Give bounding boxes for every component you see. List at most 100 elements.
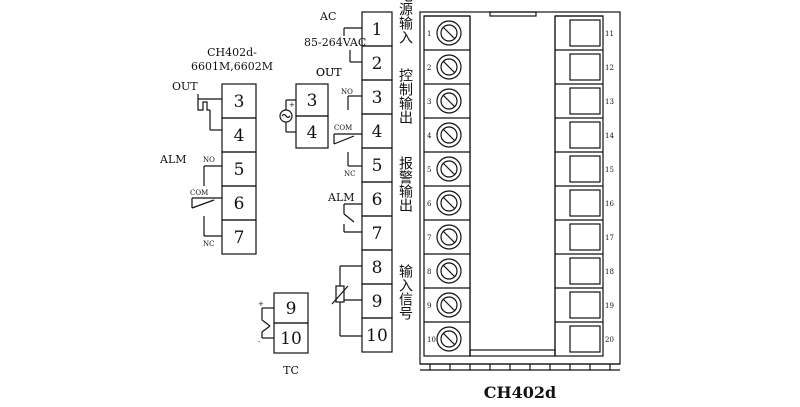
- screw-slot-icon: [442, 196, 456, 210]
- rear-left-number: 4: [427, 132, 432, 140]
- rear-left-number: 5: [427, 166, 431, 174]
- screw-slot-icon: [442, 162, 456, 176]
- rear-right-number: 19: [605, 302, 614, 310]
- left-nc-label: NC: [203, 240, 214, 248]
- tc-plus-sign: +: [258, 300, 264, 308]
- screw-terminal-icon: [436, 224, 462, 250]
- screw-head-icon: [440, 58, 458, 76]
- screw-head-icon: [440, 92, 458, 110]
- screw-slot-icon: [442, 94, 456, 108]
- group-alarm-output: 报警输出: [397, 156, 413, 212]
- ssr-output-block: [279, 83, 329, 149]
- rear-right-cell: [569, 325, 601, 353]
- left-out-label: OUT: [172, 80, 198, 93]
- main-alm-label: ALM: [327, 191, 355, 204]
- tc-terminal-9: 9: [286, 299, 297, 319]
- main-terminal-strip: [331, 11, 393, 353]
- main-com-label: COM: [334, 124, 352, 132]
- ac-label: AC: [319, 10, 336, 23]
- left-no-label: NO: [203, 156, 215, 164]
- screw-terminal-icon: [436, 190, 462, 216]
- rear-left-number: 1: [427, 30, 431, 38]
- left-terminal-7: 7: [234, 228, 245, 248]
- variant-label-line2: 6601M,6602M: [191, 60, 273, 73]
- main-terminal-1: 1: [372, 20, 383, 40]
- screw-terminal-icon: [436, 20, 462, 46]
- rear-right-number: 12: [605, 64, 614, 72]
- screw-terminal-icon: [436, 326, 462, 352]
- main-terminal-10: 10: [366, 326, 388, 346]
- main-terminal-7: 7: [372, 224, 383, 244]
- rear-right-cell: [569, 53, 601, 81]
- rear-left-number: 6: [427, 200, 432, 208]
- left-terminal-3: 3: [234, 92, 245, 112]
- rear-right-number: 17: [605, 234, 614, 242]
- screw-terminal-icon: [436, 258, 462, 284]
- left-com-label: COM: [190, 189, 208, 197]
- screw-head-icon: [440, 262, 458, 280]
- screw-slot-icon: [442, 26, 456, 40]
- screw-head-icon: [440, 160, 458, 178]
- screw-head-icon: [440, 194, 458, 212]
- main-terminal-2: 2: [372, 54, 383, 74]
- rear-left-number: 3: [427, 98, 431, 106]
- rear-right-cell: [569, 257, 601, 285]
- rear-right-cell: [569, 19, 601, 47]
- group-control-output: 控制输出: [397, 68, 413, 124]
- voltage-label: 85-264VAC: [304, 36, 366, 49]
- left-terminal-6: 6: [234, 194, 245, 214]
- rear-right-cell: [569, 189, 601, 217]
- tc-minus-sign: -: [258, 338, 261, 346]
- rear-right-cell: [569, 155, 601, 183]
- screw-slot-icon: [442, 264, 456, 278]
- rear-right-cell: [569, 291, 601, 319]
- main-out-label: OUT: [316, 66, 342, 79]
- left-terminal-5: 5: [234, 160, 245, 180]
- variant-label-line1: CH402d-: [207, 46, 257, 59]
- screw-terminal-icon: [436, 156, 462, 182]
- main-terminal-9: 9: [372, 292, 383, 312]
- screw-slot-icon: [442, 60, 456, 74]
- model-title: CH402d: [484, 383, 556, 402]
- screw-head-icon: [440, 126, 458, 144]
- screw-head-icon: [440, 24, 458, 42]
- rear-terminal-rows: [424, 15, 603, 353]
- left-terminal-4: 4: [234, 126, 245, 146]
- ssr-plus-sign: +: [289, 101, 295, 109]
- rear-right-number: 20: [605, 336, 614, 344]
- rear-right-number: 14: [605, 132, 614, 140]
- rear-right-cell: [569, 223, 601, 251]
- main-terminal-8: 8: [372, 258, 383, 278]
- thermocouple-block: [261, 292, 309, 354]
- group-power-input: 电源输入: [397, 0, 413, 44]
- rear-right-cell: [569, 121, 601, 149]
- tc-terminal-10: 10: [280, 329, 302, 349]
- screw-head-icon: [440, 330, 458, 348]
- rear-left-number: 9: [427, 302, 431, 310]
- main-terminal-6: 6: [372, 190, 383, 210]
- screw-terminal-icon: [436, 54, 462, 80]
- screw-terminal-icon: [436, 88, 462, 114]
- rear-right-number: 13: [605, 98, 614, 106]
- rear-right-number: 18: [605, 268, 614, 276]
- screw-slot-icon: [442, 230, 456, 244]
- main-nc-label: NC: [344, 170, 355, 178]
- rear-left-number: 2: [427, 64, 431, 72]
- screw-slot-icon: [442, 332, 456, 346]
- screw-slot-icon: [442, 128, 456, 142]
- screw-head-icon: [440, 296, 458, 314]
- main-no-label: NO: [341, 88, 353, 96]
- rear-left-number: 7: [427, 234, 431, 242]
- ssr-terminal-4: 4: [307, 123, 318, 143]
- screw-terminal-icon: [436, 292, 462, 318]
- left-alm-label: ALM: [159, 153, 187, 166]
- rear-left-number: 10: [427, 336, 436, 344]
- screw-terminal-icon: [436, 122, 462, 148]
- screw-slot-icon: [442, 298, 456, 312]
- left-relay-block: [191, 83, 257, 255]
- screw-head-icon: [440, 228, 458, 246]
- group-input-signal: 输入信号: [397, 264, 413, 320]
- main-terminal-5: 5: [372, 156, 383, 176]
